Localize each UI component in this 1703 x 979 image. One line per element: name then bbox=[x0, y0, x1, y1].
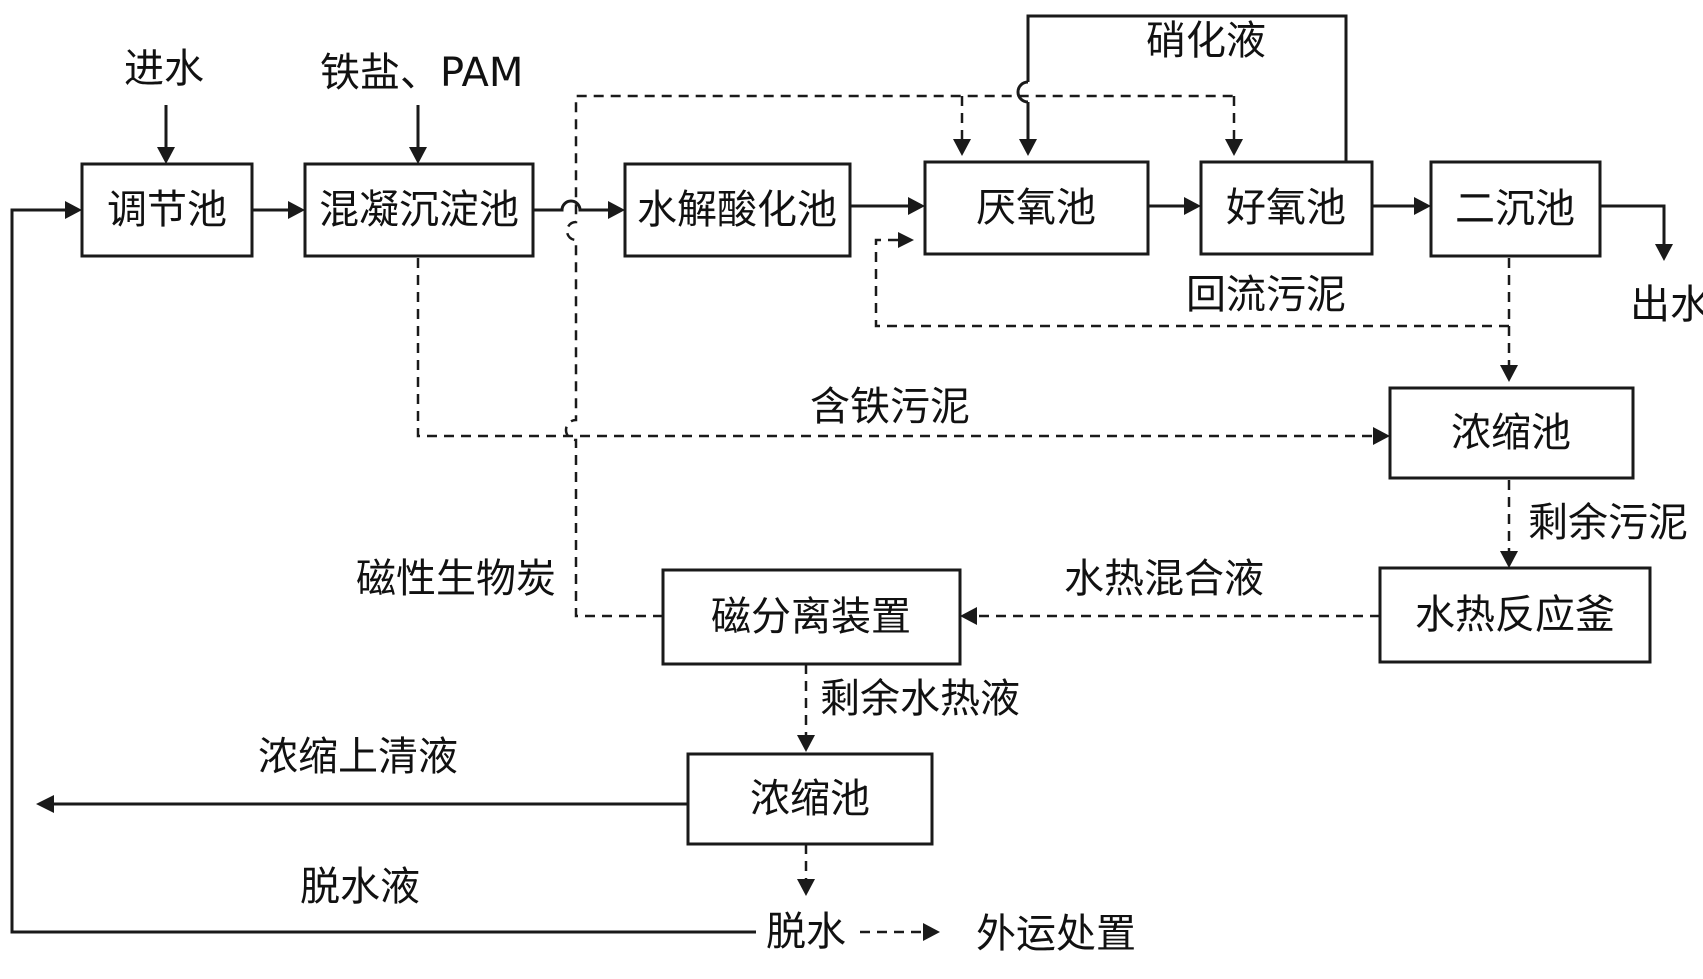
influent-label: 进水 bbox=[124, 46, 204, 92]
hydrothermal-reactor-label: 水热反应釜 bbox=[1415, 592, 1615, 638]
node-hydrolysis-acidification-tank[interactable]: 水解酸化池 bbox=[623, 162, 852, 258]
flow-effluent bbox=[1600, 204, 1673, 261]
return-sludge-label: 回流污泥 bbox=[1186, 272, 1346, 318]
flow-hydrothermal-mixture bbox=[960, 607, 1380, 625]
flow-hydrolysis-to-anoxic bbox=[850, 197, 925, 215]
dewatering-label[interactable]: 脱水 bbox=[766, 909, 846, 955]
node-regulating-tank[interactable]: 调节池 bbox=[80, 162, 254, 258]
flow-thickened-supernatant bbox=[36, 795, 688, 813]
nitrified-liquid-label: 硝化液 bbox=[1146, 18, 1266, 64]
node-thickening-tank-upper[interactable]: 浓缩池 bbox=[1388, 386, 1635, 480]
flow-anoxic-to-aerobic bbox=[1148, 197, 1201, 215]
excess-sludge-label: 剩余污泥 bbox=[1528, 500, 1688, 546]
nitrified-liquid-recycle bbox=[1016, 14, 1348, 164]
influent-arrow bbox=[157, 105, 175, 164]
dewatering-knockout bbox=[756, 906, 856, 960]
iron-salt-pam-label: 铁盐、PAM bbox=[320, 50, 523, 96]
flow-to-dewatering bbox=[797, 844, 815, 896]
dewatering-liquid-return bbox=[10, 201, 762, 934]
return-sludge-line bbox=[874, 232, 1511, 328]
flow-coagulation-to-hydrolysis bbox=[533, 199, 625, 219]
flow-regulating-to-coagulation bbox=[252, 201, 305, 219]
node-anoxic-tank[interactable]: 厌氧池 bbox=[923, 160, 1150, 256]
node-hydrothermal-reactor[interactable]: 水热反应釜 bbox=[1378, 566, 1652, 664]
flow-excess-sludge bbox=[1500, 480, 1518, 568]
flow-secondary-to-thickening bbox=[1500, 326, 1518, 382]
aerobic-tank-label: 好氧池 bbox=[1226, 185, 1346, 231]
residual-hydrothermal-liquid-label: 剩余水热液 bbox=[820, 676, 1020, 722]
hydrolysis-acidification-tank-label: 水解酸化池 bbox=[637, 187, 837, 233]
flow-to-disposal bbox=[860, 923, 940, 941]
node-aerobic-tank[interactable]: 好氧池 bbox=[1199, 160, 1374, 256]
anoxic-tank-label: 厌氧池 bbox=[976, 185, 1096, 231]
node-thickening-tank-lower[interactable]: 浓缩池 bbox=[686, 752, 934, 846]
dewatering-liquid-label: 脱水液 bbox=[300, 864, 420, 910]
node-secondary-settling-tank[interactable]: 二沉池 bbox=[1429, 160, 1602, 258]
dosing-arrow bbox=[409, 105, 427, 164]
external-disposal-label[interactable]: 外运处置 bbox=[976, 911, 1136, 957]
thickened-supernatant-label: 浓缩上清液 bbox=[258, 734, 458, 780]
flow-residual-hydrothermal bbox=[797, 664, 815, 752]
node-coag-sedimentation-tank[interactable]: 混凝沉淀池 bbox=[303, 162, 535, 258]
thickening-tank-upper-label: 浓缩池 bbox=[1451, 410, 1571, 456]
secondary-settling-tank-label: 二沉池 bbox=[1455, 186, 1575, 232]
thickening-tank-lower-label: 浓缩池 bbox=[750, 776, 870, 822]
iron-sludge-line bbox=[416, 258, 1390, 445]
magnetic-separator-label: 磁分离装置 bbox=[711, 594, 911, 640]
regulating-tank-label: 调节池 bbox=[107, 187, 227, 233]
iron-sludge-label: 含铁污泥 bbox=[810, 384, 970, 430]
hydrothermal-mixture-label: 水热混合液 bbox=[1064, 556, 1264, 602]
effluent-label: 出水 bbox=[1630, 282, 1703, 328]
magnetic-biochar-label: 磁性生物炭 bbox=[356, 556, 556, 602]
node-magnetic-separator[interactable]: 磁分离装置 bbox=[661, 568, 962, 666]
flow-aerobic-to-secondary bbox=[1372, 197, 1431, 215]
magnetic-biochar-line bbox=[564, 94, 1243, 618]
coag-sedimentation-tank-label: 混凝沉淀池 bbox=[319, 187, 519, 233]
